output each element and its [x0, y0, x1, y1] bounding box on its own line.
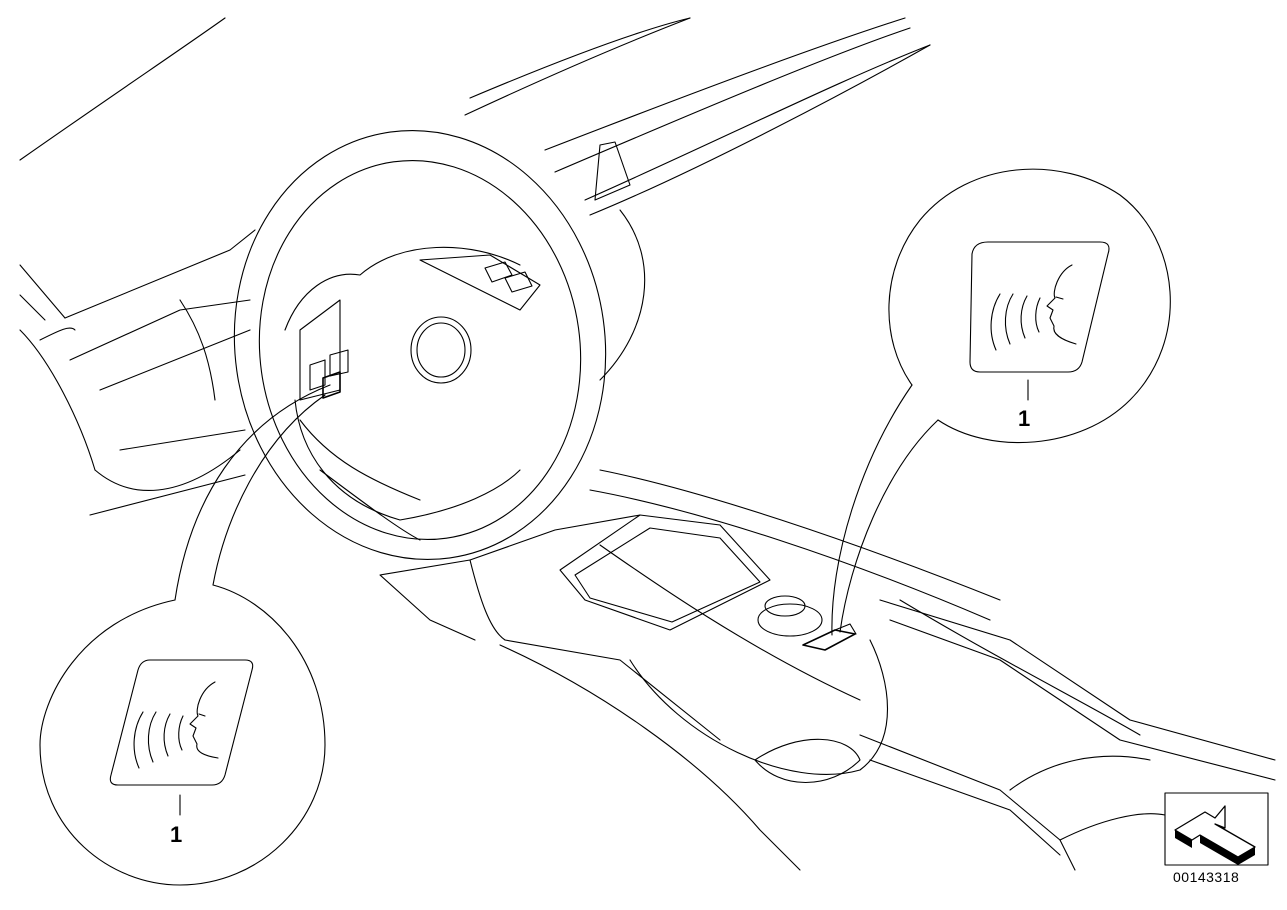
- arrow-orientation-icon: [1164, 792, 1269, 866]
- face-profile-icon-right: [1046, 264, 1077, 345]
- voice-command-icon: [109, 659, 254, 786]
- face-profile-icon: [189, 681, 219, 759]
- center-console: [379, 469, 1276, 871]
- callout-left-number: 1: [170, 822, 183, 847]
- callout-right: [831, 168, 1171, 636]
- callout-left: [39, 384, 331, 886]
- reference-code: 00143318: [1173, 869, 1240, 885]
- callout-right-number: 1: [1018, 406, 1031, 431]
- dashboard-top: [19, 17, 931, 381]
- dashboard-left: [19, 229, 256, 516]
- steering-wheel: [233, 129, 607, 561]
- voice-command-icon-right: [969, 241, 1110, 373]
